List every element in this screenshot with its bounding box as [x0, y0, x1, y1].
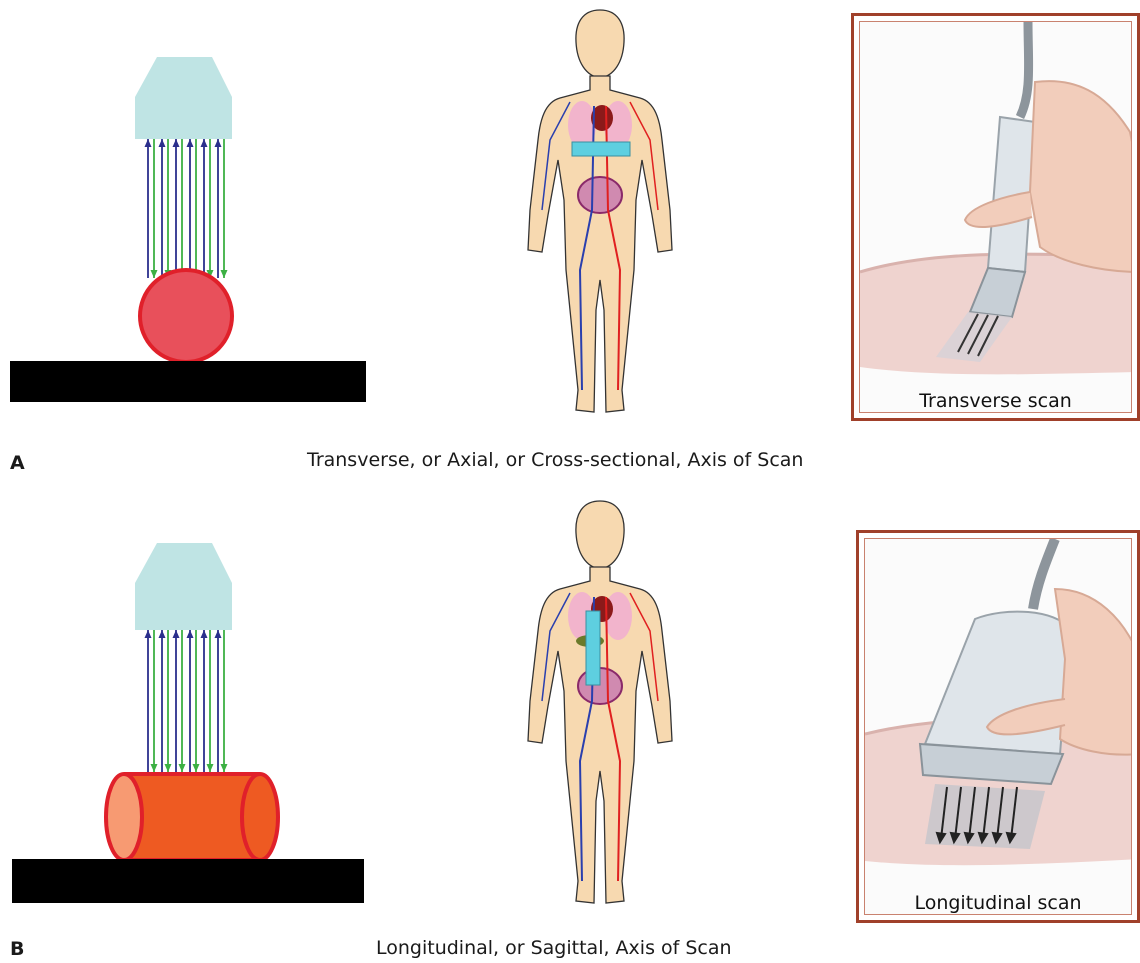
beam-arrowhead — [151, 270, 158, 278]
transverse-scan-label: Transverse scan — [860, 390, 1131, 412]
beam-arrowhead — [221, 270, 228, 278]
echo-arrowhead — [215, 630, 222, 638]
transducer-b — [135, 543, 232, 630]
echo-arrowhead — [145, 139, 152, 147]
echo-arrowhead — [201, 630, 208, 638]
longitudinal-probe-illustration — [865, 539, 1132, 915]
panel-letter-b: B — [10, 938, 24, 960]
intestines — [578, 177, 622, 213]
echo-arrowhead — [187, 139, 194, 147]
ultrasound-beams-a — [145, 139, 228, 278]
panel-a: Transverse scan A Transverse, or Axial, … — [0, 0, 1140, 490]
echo-arrowhead — [173, 630, 180, 638]
panel-caption-b: Longitudinal, or Sagittal, Axis of Scan — [376, 937, 732, 959]
table-surface-a — [10, 361, 366, 402]
beam-arrowhead — [193, 764, 200, 772]
transverse-probe-illustration — [860, 22, 1132, 413]
beam-arrowhead — [179, 764, 186, 772]
sphere-object — [140, 270, 232, 362]
echo-arrowhead — [159, 630, 166, 638]
echo-arrowhead — [187, 630, 194, 638]
transverse-photo-frame: Transverse scan — [851, 13, 1140, 421]
beam-arrowhead — [221, 764, 228, 772]
body-figure-a — [528, 10, 672, 412]
head — [576, 10, 624, 78]
panel-caption-a: Transverse, or Axial, or Cross-sectional… — [307, 449, 803, 471]
table-surface-b — [12, 859, 364, 903]
longitudinal-photo: Longitudinal scan — [864, 538, 1132, 915]
longitudinal-scan-plane — [586, 611, 600, 685]
echo-arrowhead — [201, 139, 208, 147]
transverse-photo: Transverse scan — [859, 21, 1132, 413]
echo-arrowhead — [159, 139, 166, 147]
transducer-a — [135, 57, 232, 139]
cylinder-object — [106, 774, 278, 860]
beam-arrowhead — [165, 764, 172, 772]
echo-arrowhead — [145, 630, 152, 638]
longitudinal-scan-label: Longitudinal scan — [865, 892, 1131, 914]
panel-b: Longitudinal scan B Longitudinal, or Sag… — [0, 500, 1140, 963]
beam-arrowhead — [207, 764, 214, 772]
body-figure-b — [528, 501, 672, 903]
ultrasound-beams-b — [145, 630, 228, 772]
transverse-scan-plane — [572, 142, 630, 156]
head — [576, 501, 624, 569]
panel-letter-a: A — [10, 452, 25, 474]
longitudinal-photo-frame: Longitudinal scan — [856, 530, 1140, 923]
beam-arrowhead — [151, 764, 158, 772]
echo-arrowhead — [215, 139, 222, 147]
echo-arrowhead — [173, 139, 180, 147]
